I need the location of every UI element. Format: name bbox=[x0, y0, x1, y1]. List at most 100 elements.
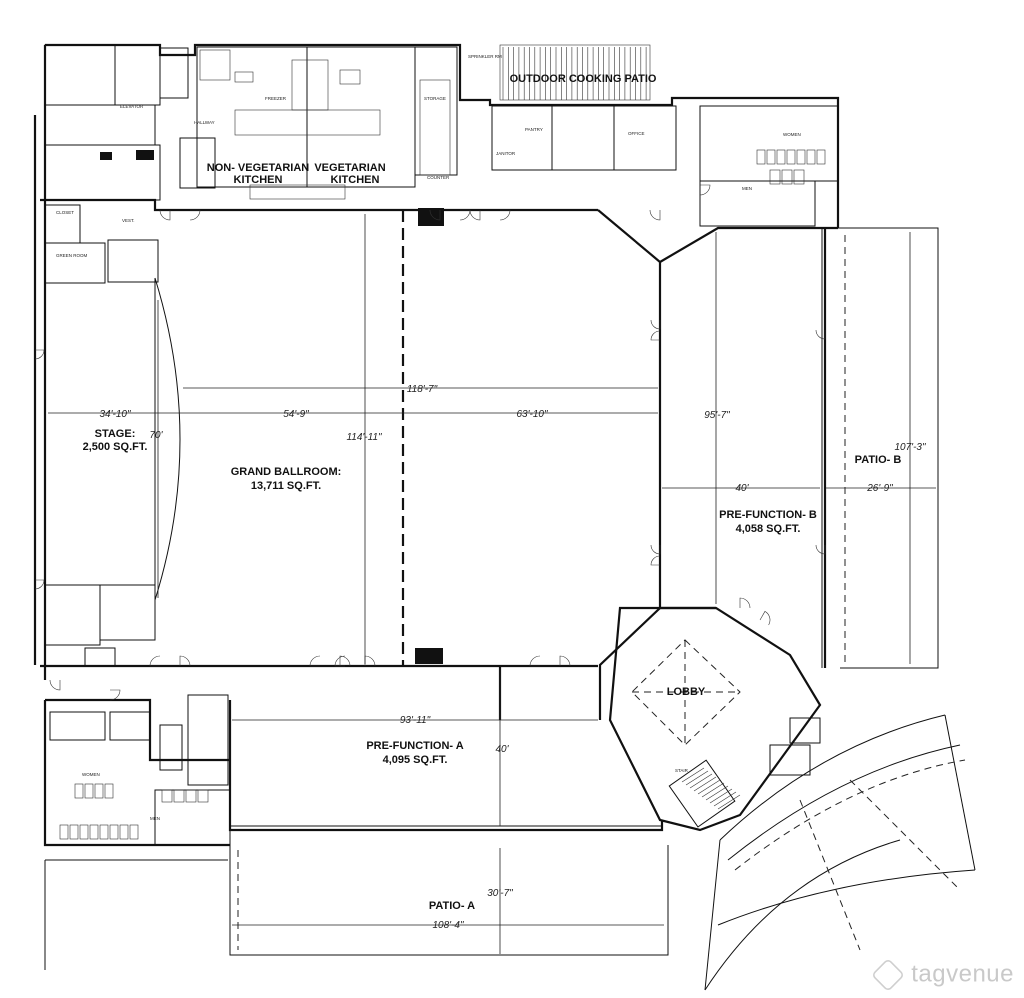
door-swing bbox=[650, 330, 661, 341]
stair-tread bbox=[681, 767, 705, 783]
pre-function-a-label: PRE-FUNCTION- A bbox=[366, 740, 463, 752]
brand-watermark: tagvenue bbox=[871, 958, 1014, 992]
dimension-lines bbox=[48, 214, 936, 954]
lower-left-rooms bbox=[49, 694, 231, 846]
door-swing bbox=[459, 209, 471, 221]
pre-function-b-label: PRE-FUNCTION- B bbox=[719, 509, 817, 521]
pantry-label: PANTRY bbox=[525, 127, 543, 132]
door-swing bbox=[429, 209, 441, 221]
toilet-stall bbox=[781, 169, 793, 185]
stage-label: STAGE: bbox=[95, 428, 136, 440]
toilet-stall bbox=[89, 824, 99, 840]
pre-function-b-area: 4,058 SQ.FT. bbox=[736, 523, 801, 535]
toilet-stall bbox=[756, 149, 766, 165]
door-swing bbox=[649, 209, 661, 221]
outdoor-cooking-patio bbox=[499, 44, 651, 101]
stair-tread bbox=[717, 794, 741, 810]
door-swing bbox=[34, 349, 45, 360]
toilet-stall bbox=[776, 149, 786, 165]
dim-patio-a-width: 108'-4" bbox=[432, 920, 463, 931]
dim-patio-a-height: 30'-7" bbox=[487, 888, 513, 899]
door-swing bbox=[759, 610, 771, 626]
toilet-stall bbox=[79, 824, 89, 840]
stair-tread bbox=[713, 791, 737, 807]
stair-tread bbox=[689, 773, 713, 789]
women-bottom-label: WOMEN bbox=[82, 772, 100, 777]
closet-label: CLOSET bbox=[56, 210, 74, 215]
door-swing bbox=[469, 209, 481, 221]
storage-label: STORAGE bbox=[424, 96, 446, 101]
dim-ballroom-left: 54'-9" bbox=[283, 409, 309, 420]
dim-ballroom-total: 118'-7" bbox=[407, 384, 438, 395]
green-room-label: GREEN ROOM bbox=[56, 253, 88, 258]
stair-tread bbox=[709, 788, 733, 804]
women-top-label: WOMEN bbox=[783, 132, 801, 137]
patio-a-label: PATIO- A bbox=[429, 900, 475, 912]
door-swing bbox=[34, 579, 45, 590]
stair-tread bbox=[701, 782, 725, 798]
sprinkler-label: SPRINKLER RM bbox=[468, 54, 502, 59]
stair-tread bbox=[697, 779, 721, 795]
toilet-stall bbox=[161, 789, 173, 803]
door-swing bbox=[334, 655, 346, 667]
door-swing bbox=[339, 655, 351, 667]
hallway-label: HALLWAY bbox=[194, 120, 215, 125]
door-swing bbox=[49, 679, 61, 691]
elevator-label: ELEVATOR bbox=[120, 104, 144, 109]
toilet-stall bbox=[104, 783, 114, 799]
dim-patio-b-width: 26'-9" bbox=[866, 483, 893, 494]
dim-pf-b-height: 95'-7" bbox=[704, 410, 730, 421]
patio-b-label: PATIO- B bbox=[855, 454, 902, 466]
doors bbox=[34, 184, 826, 701]
door-swing bbox=[109, 689, 121, 701]
door-swing bbox=[499, 209, 511, 221]
stair-tread bbox=[685, 770, 709, 786]
door-swing bbox=[739, 597, 751, 609]
door-swing bbox=[189, 209, 201, 221]
toilet-stall bbox=[786, 149, 796, 165]
stair-blocks bbox=[100, 150, 444, 664]
door-swing bbox=[529, 655, 541, 667]
door-swing bbox=[815, 544, 826, 555]
door-swing bbox=[149, 655, 161, 667]
landscape bbox=[704, 714, 976, 991]
door-swing bbox=[364, 655, 376, 667]
toilet-stall bbox=[185, 789, 197, 803]
dim-ballroom-height: 114'-11" bbox=[346, 432, 382, 443]
door-swing bbox=[699, 184, 711, 196]
toilet-stall bbox=[69, 824, 79, 840]
vest-label: VEST. bbox=[122, 218, 135, 223]
veg-kitchen-label-2: KITCHEN bbox=[331, 174, 380, 186]
door-swing bbox=[559, 655, 571, 667]
toilet-stall bbox=[766, 149, 776, 165]
toilet-stall bbox=[769, 169, 781, 185]
toilet-stall bbox=[74, 783, 84, 799]
toilet-stall bbox=[119, 824, 129, 840]
toilet-stall bbox=[173, 789, 185, 803]
dim-stage-height: 70' bbox=[149, 430, 163, 441]
dim-pf-a-width: 93'-11" bbox=[400, 715, 431, 726]
upper-left-rooms bbox=[44, 44, 216, 667]
veg-kitchen-label: VEGETARIAN bbox=[314, 162, 385, 174]
grand-ballroom-label: GRAND BALLROOM: bbox=[231, 466, 342, 478]
toilet-stall bbox=[84, 783, 94, 799]
stage-area: 2,500 SQ.FT. bbox=[83, 441, 148, 453]
room-labels: STAGE: 2,500 SQ.FT. GRAND BALLROOM: 13,7… bbox=[56, 54, 901, 912]
kitchen-block bbox=[196, 46, 458, 200]
dim-ballroom-right: 63'-10" bbox=[516, 409, 547, 420]
toilet-stall bbox=[796, 149, 806, 165]
stair-tread bbox=[693, 776, 717, 792]
non-veg-kitchen-label-2: KITCHEN bbox=[234, 174, 283, 186]
non-veg-kitchen-label: NON- VEGETARIAN bbox=[207, 162, 310, 174]
pre-function-a-area: 4,095 SQ.FT. bbox=[383, 754, 448, 766]
dim-patio-b-height: 107'-3" bbox=[894, 442, 925, 453]
toilet-stall bbox=[806, 149, 816, 165]
door-swing bbox=[159, 209, 171, 221]
dim-pf-b-width: 40' bbox=[735, 483, 749, 494]
toilet-stall bbox=[197, 789, 209, 803]
men-bottom-label: MEN bbox=[150, 816, 160, 821]
freezer-label: FREEZER bbox=[265, 96, 287, 101]
toilet-stall bbox=[59, 824, 69, 840]
door-swing bbox=[179, 655, 191, 667]
